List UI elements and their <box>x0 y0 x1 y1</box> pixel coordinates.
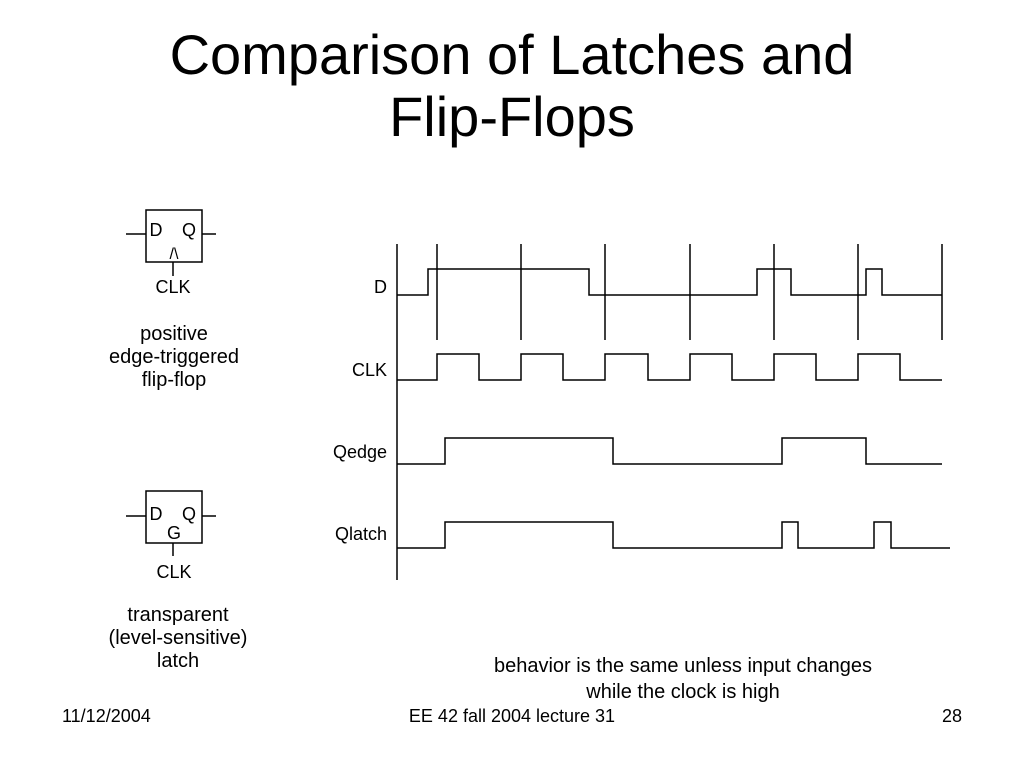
flip-flop-box <box>145 209 203 263</box>
latch-box <box>145 490 203 544</box>
latch-clk-label: CLK <box>156 562 191 582</box>
latch-caption-3: latch <box>157 650 199 672</box>
latch-symbol <box>126 490 216 556</box>
signal-label-qlatch: Qlatch <box>335 524 387 544</box>
footer-course: EE 42 fall 2004 lecture 31 <box>408 706 616 726</box>
latch-caption-2: (level-sensitive) <box>109 627 248 649</box>
latch-pin-g: G <box>167 523 181 543</box>
timing-diagram <box>396 244 950 580</box>
footer-date: 11/12/2004 <box>62 706 151 726</box>
signal-label-clk: CLK <box>352 360 387 380</box>
latch-pin-d: D <box>150 504 163 524</box>
flip-flop-caption-3: flip-flop <box>142 369 206 391</box>
flip-flop-caption-1: positive <box>140 323 208 345</box>
flip-flop-caption-2: edge-triggered <box>109 346 239 368</box>
clk-waveform <box>397 353 942 381</box>
behavior-note-line-2: while the clock is high <box>585 681 779 703</box>
edge-trigger-symbol: /\ <box>170 246 179 263</box>
flip-flop-pin-q: Q <box>182 220 196 240</box>
latch-caption-1: transparent <box>127 604 229 626</box>
footer-page-number: 28 <box>941 706 962 726</box>
qlatch-waveform <box>397 521 950 549</box>
flip-flop-symbol <box>126 209 216 276</box>
slide-title: Comparison of Latches and Flip-Flops <box>0 24 1024 148</box>
flip-flop-pin-d: D <box>150 220 163 240</box>
title-line-2: Flip-Flops <box>389 85 635 148</box>
signal-label-qedge: Qedge <box>333 442 387 462</box>
qedge-waveform <box>397 437 942 465</box>
title-line-1: Comparison of Latches and <box>169 23 855 86</box>
latch-pin-q: Q <box>182 504 196 524</box>
signal-label-d: D <box>374 277 387 297</box>
flip-flop-clk-label: CLK <box>155 277 190 297</box>
behavior-note-line-1: behavior is the same unless input change… <box>494 655 872 677</box>
d-waveform <box>397 268 942 296</box>
